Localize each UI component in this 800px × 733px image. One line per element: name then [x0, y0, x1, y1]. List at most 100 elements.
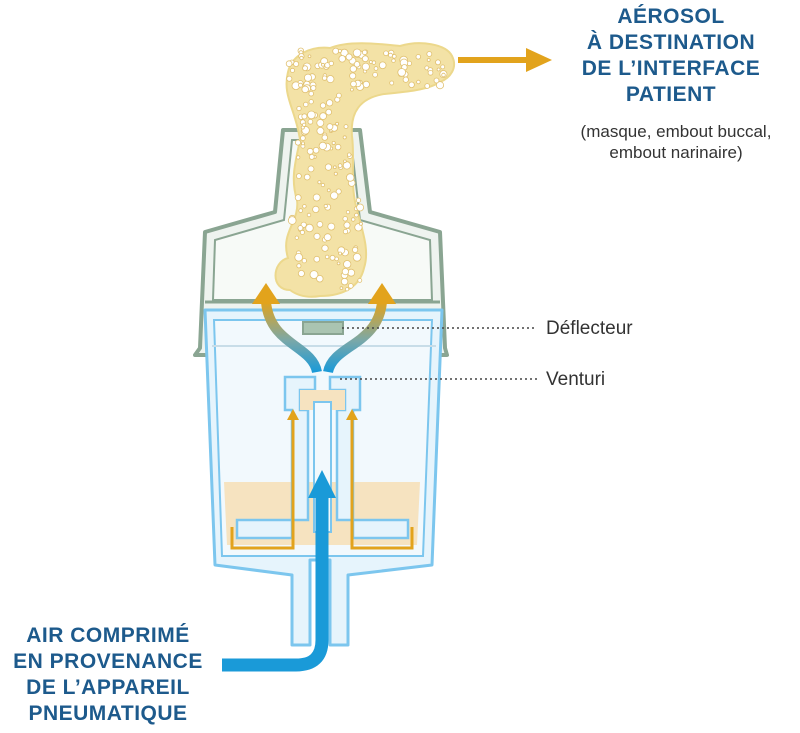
aerosol-droplet — [307, 54, 312, 59]
aerosol-droplet — [343, 260, 352, 269]
aerosol-droplet — [347, 283, 354, 289]
input-title-line: EN PROVENANCE — [13, 650, 203, 673]
aerosol-droplet — [301, 113, 308, 120]
aerosol-droplet — [435, 59, 441, 66]
air-flow — [222, 470, 336, 672]
input-title-line: PNEUMATIQUE — [28, 702, 187, 725]
aerosol-droplet — [305, 223, 314, 233]
output-detail: (masque, embout buccal, embout narinaire… — [581, 122, 772, 162]
aerosol-droplet — [299, 229, 305, 235]
aerosol-droplet — [353, 61, 361, 68]
aerosol-droplet — [388, 52, 393, 58]
aerosol-droplet — [337, 49, 342, 54]
aerosol-droplet — [357, 277, 363, 283]
aerosol-droplet — [321, 244, 329, 252]
input-title-line: DE L’APPAREIL — [26, 676, 190, 699]
aerosol-droplet — [321, 134, 328, 141]
aerosol-droplet — [313, 232, 321, 240]
aerosol-droplet — [296, 155, 301, 160]
aerosol-droplet — [362, 49, 368, 56]
aerosol-droplet — [345, 210, 351, 215]
aerosol-droplet — [368, 60, 373, 64]
output-title-line: AÉROSOL — [617, 5, 724, 28]
aerosol-droplet — [372, 72, 378, 78]
aerosol-droplet — [299, 55, 304, 61]
aerosol-droplet — [378, 61, 387, 70]
aerosol-droplet — [347, 152, 352, 157]
arrow-right-icon — [526, 48, 552, 72]
aerosol-droplet — [352, 252, 362, 262]
aerosol-droplet — [343, 124, 349, 129]
aerosol-droplet — [312, 147, 320, 154]
aerosol-droplet — [340, 277, 349, 286]
aerosol-droplet — [308, 90, 314, 97]
venturi-jets — [252, 283, 396, 374]
aerosol-droplet — [389, 80, 395, 86]
aerosol-droplet — [324, 254, 330, 260]
deflector-label: Déflecteur — [546, 318, 633, 339]
aerosol-droplet — [294, 139, 301, 146]
aerosol-droplet — [349, 72, 357, 80]
aerosol-droplet — [391, 54, 397, 59]
aerosol-droplet — [332, 47, 340, 55]
aerosol-droplet — [320, 182, 325, 188]
aerosol-droplet — [289, 67, 295, 73]
aerosol-droplet — [308, 99, 314, 105]
aerosol-droplet — [321, 75, 328, 81]
aerosol-droplet — [345, 53, 353, 61]
aerosol-droplet — [308, 153, 315, 160]
aerosol-droplet — [343, 159, 347, 164]
aerosol-droplet — [309, 270, 319, 280]
aerosol-droplet — [298, 208, 304, 213]
aerosol-droplet — [361, 55, 369, 63]
aerosol-droplet — [303, 173, 311, 181]
aerosol-droplet — [296, 105, 302, 112]
aerosol-droplet — [326, 188, 331, 193]
aerosol-droplet — [371, 60, 377, 65]
aerosol-droplet — [426, 51, 433, 57]
aerosol-droplet — [297, 269, 305, 277]
aerosol-droplet — [307, 119, 314, 125]
aerosol-droplet — [307, 165, 315, 173]
aerosol-droplet — [316, 221, 324, 228]
aerosol-droplet — [301, 85, 309, 94]
aerosol-droplet — [307, 110, 316, 120]
aerosol-droplet — [300, 135, 306, 141]
aerosol-droplet — [287, 216, 297, 225]
aerosol-droplet — [294, 235, 299, 240]
aerosol-droplet — [301, 122, 307, 127]
aerosol-droplet — [316, 119, 325, 127]
aerosol-droplet — [349, 65, 357, 73]
aerosol-droplet — [285, 60, 293, 67]
aerosol-droplet — [361, 62, 370, 71]
aerosol-droplets — [285, 47, 448, 292]
aerosol-droplet — [323, 233, 332, 242]
aerosol-droplet — [319, 102, 327, 109]
aerosol-droplet — [306, 212, 312, 218]
liquid-suction-flow — [230, 409, 414, 550]
aerosol-droplet — [302, 65, 309, 72]
aerosol-droplet — [306, 147, 314, 155]
output-title: AÉROSOL À DESTINATION DE L’INTERFACE PAT… — [582, 5, 760, 106]
aerosol-droplet — [310, 85, 317, 92]
aerosol-droplet — [319, 112, 327, 120]
aerosol-droplet — [321, 62, 325, 67]
input-title-line: AIR COMPRIMÉ — [26, 624, 190, 647]
output-title-line: À DESTINATION — [587, 31, 755, 54]
aerosol-droplet — [358, 221, 363, 226]
venturi-label: Venturi — [546, 369, 605, 390]
aerosol-droplet — [298, 82, 303, 88]
aerosol-droplet — [373, 66, 379, 71]
aerosol-droplet — [331, 140, 336, 145]
aerosol-droplet — [316, 275, 324, 283]
aerosol-droplet — [436, 67, 441, 72]
aerosol-droplet — [312, 205, 320, 213]
aerosol-droplet — [426, 58, 431, 62]
aerosol-droplet — [349, 87, 354, 92]
aerosol-droplet — [296, 263, 302, 269]
aerosol-droplet — [416, 79, 421, 85]
aerosol-droplet — [342, 135, 347, 140]
aerosol-droplet — [335, 188, 342, 195]
aerosol-droplet — [408, 81, 415, 88]
